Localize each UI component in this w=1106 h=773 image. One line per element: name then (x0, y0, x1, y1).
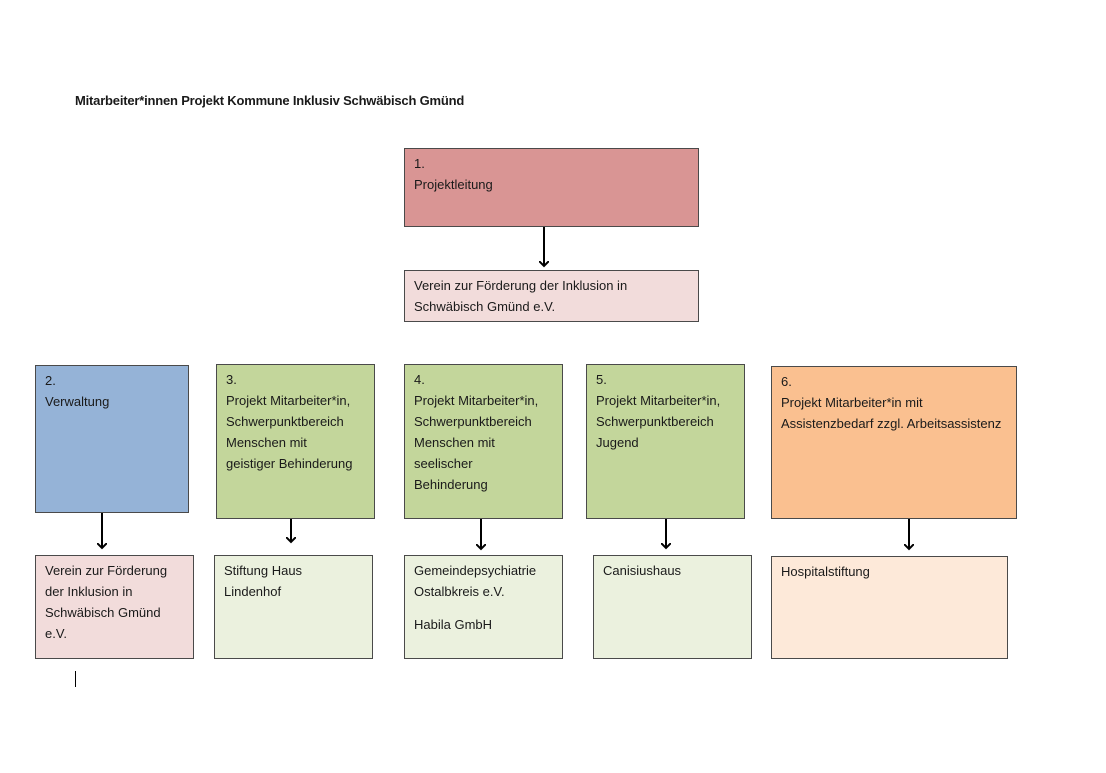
position-6-org-box: Hospitalstiftung (771, 556, 1008, 659)
org-label: Gemeindepsychiatrie Ostalbkreis e.V. (414, 563, 537, 599)
box-label: Verwaltung (45, 394, 110, 409)
position-4-org-box: Gemeindepsychiatrie Ostalbkreis e.V. Hab… (404, 555, 563, 659)
org-label: Verein zur Förderung der Inklusion in Sc… (45, 563, 168, 641)
position-4-box: 4. Projekt Mitarbeiter*in, Schwerpunktbe… (404, 364, 563, 519)
box-number: 5. (596, 372, 607, 387)
org-label: Stiftung Haus Lindenhof (224, 563, 303, 599)
position-2-org-box: Verein zur Förderung der Inklusion in Sc… (35, 555, 194, 659)
position-3-org-box: Stiftung Haus Lindenhof (214, 555, 373, 659)
text-cursor (75, 671, 76, 687)
position-2-box: 2. Verwaltung (35, 365, 189, 513)
box-label: Projektleitung (414, 177, 493, 192)
page-title: Mitarbeiter*innen Projekt Kommune Inklus… (75, 93, 465, 108)
box-label: Projekt Mitarbeiter*in, Schwerpunktberei… (596, 393, 721, 450)
box-label: Verein zur Förderung der Inklusion in Sc… (414, 278, 628, 314)
box-number: 3. (226, 372, 237, 387)
position-3-box: 3. Projekt Mitarbeiter*in, Schwerpunktbe… (216, 364, 375, 519)
position-5-box: 5. Projekt Mitarbeiter*in, Schwerpunktbe… (586, 364, 745, 519)
box-number: 2. (45, 373, 56, 388)
org-label: Canisiushaus (603, 563, 682, 578)
position-5-org-box: Canisiushaus (593, 555, 752, 659)
projektleitung-box: 1. Projektleitung (404, 148, 699, 227)
box-label: Projekt Mitarbeiter*in, Schwerpunktberei… (226, 393, 353, 471)
org-label: Hospitalstiftung (781, 564, 870, 579)
traeger-box: Verein zur Förderung der Inklusion in Sc… (404, 270, 699, 322)
org-label-extra: Habila GmbH (414, 617, 493, 632)
box-number: 1. (414, 156, 425, 171)
position-6-box: 6. Projekt Mitarbeiter*in mit Assistenzb… (771, 366, 1017, 519)
box-number: 4. (414, 372, 425, 387)
box-number: 6. (781, 374, 792, 389)
box-label: Projekt Mitarbeiter*in mit Assistenzbeda… (781, 395, 1002, 431)
box-label: Projekt Mitarbeiter*in, Schwerpunktberei… (414, 393, 539, 492)
